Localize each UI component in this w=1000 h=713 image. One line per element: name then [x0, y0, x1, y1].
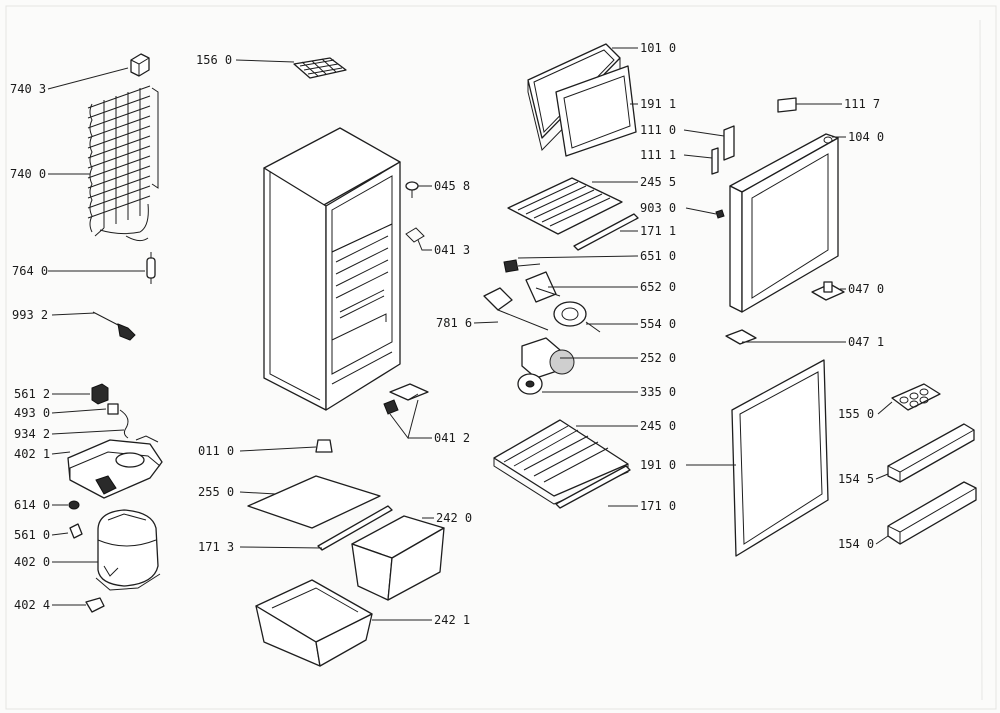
label-047-0: 047 0: [848, 282, 884, 296]
part-252-0-motor: [521, 337, 575, 379]
part-171-0-strip: [555, 465, 631, 509]
part-614-0: [68, 500, 80, 510]
part-561-2: [91, 383, 109, 405]
label-335-0: 335 0: [640, 385, 676, 399]
part-402-1-compressor-base: [67, 435, 163, 499]
label-101-0: 101 0: [640, 41, 676, 55]
part-156-0-ice-tray: [293, 57, 347, 79]
label-245-5: 245 5: [640, 175, 676, 189]
label-903-0: 903 0: [640, 201, 676, 215]
label-011-0: 011 0: [198, 444, 234, 458]
part-047-0-hinge: [811, 281, 845, 301]
part-402-0-compressor: [95, 509, 161, 591]
part-111-7: [777, 97, 797, 113]
label-047-1: 047 1: [848, 335, 884, 349]
part-045-8: [405, 181, 419, 198]
part-047-1-hinge: [725, 329, 757, 345]
part-154-5-door-shelf: [887, 423, 975, 483]
label-242-0: 242 0: [436, 511, 472, 525]
part-171-3-strip: [317, 505, 393, 551]
label-652-0: 652 0: [640, 280, 676, 294]
part-171-1-strip: [573, 213, 639, 251]
page-border: [5, 5, 997, 710]
label-156-0: 156 0: [196, 53, 232, 67]
part-111-1: [711, 147, 719, 175]
label-242-1: 242 1: [434, 613, 470, 627]
label-561-0: 561 0: [14, 528, 50, 542]
part-255-0-glass-shelf: [247, 475, 381, 529]
part-111-0: [723, 125, 735, 161]
part-245-5-freezer-grid: [507, 177, 623, 235]
part-104-0-fridge-door: [729, 133, 839, 313]
label-651-0: 651 0: [640, 249, 676, 263]
label-171-3: 171 3: [198, 540, 234, 554]
label-045-8: 045 8: [434, 179, 470, 193]
label-493-0: 493 0: [14, 406, 50, 420]
part-934-2-wire: [119, 409, 129, 439]
label-614-0: 614 0: [14, 498, 50, 512]
label-554-0: 554 0: [640, 317, 676, 331]
part-155-0-egg-tray: [891, 383, 941, 411]
part-993-2-sensor: [92, 311, 136, 341]
label-781-6: 781 6: [436, 316, 472, 330]
part-651-0: [503, 259, 541, 273]
label-171-0: 171 0: [640, 499, 676, 513]
label-934-2: 934 2: [14, 427, 50, 441]
part-740-0-condenser: [87, 85, 159, 242]
part-191-0-door-gasket: [731, 359, 829, 557]
part-740-3: [130, 53, 150, 77]
part-041-2-hinge: [383, 383, 429, 415]
label-245-0: 245 0: [640, 419, 676, 433]
label-041-2: 041 2: [434, 431, 470, 445]
label-111-1: 111 1: [640, 148, 676, 162]
part-764-0-filter: [146, 252, 156, 284]
part-903-0: [715, 209, 725, 219]
part-652-0-thermostat: [525, 271, 561, 303]
label-255-0: 255 0: [198, 485, 234, 499]
label-402-0: 402 0: [14, 555, 50, 569]
part-561-0: [69, 523, 83, 539]
label-764-0: 764 0: [12, 264, 48, 278]
label-154-5: 154 5: [838, 472, 874, 486]
part-242-1-crisper: [255, 579, 373, 667]
label-041-3: 041 3: [434, 243, 470, 257]
part-154-0-door-shelf: [887, 481, 977, 545]
label-993-2: 993 2: [12, 308, 48, 322]
label-171-1: 171 1: [640, 224, 676, 238]
label-402-4: 402 4: [14, 598, 50, 612]
label-154-0: 154 0: [838, 537, 874, 551]
leader-lines: [47, 47, 893, 621]
part-191-1-freezer-gasket: [555, 65, 637, 157]
part-493-0: [107, 403, 119, 415]
label-740-3: 740 3: [10, 82, 46, 96]
label-191-0: 191 0: [640, 458, 676, 472]
label-252-0: 252 0: [640, 351, 676, 365]
label-111-0: 111 0: [640, 123, 676, 137]
label-111-7: 111 7: [844, 97, 880, 111]
part-011-0: [315, 439, 333, 453]
part-554-0-fan: [553, 301, 601, 333]
label-191-1: 191 1: [640, 97, 676, 111]
part-041-3: [405, 227, 425, 243]
part-labels: 740 3 740 0 764 0 993 2 561 2 493 0 934 …: [10, 41, 884, 627]
part-335-0-fan-blade: [517, 373, 543, 395]
label-155-0: 155 0: [838, 407, 874, 421]
part-781-6-light-housing: [483, 287, 549, 331]
part-242-0-crisper: [351, 515, 445, 601]
scan-crease: [979, 19, 983, 701]
label-740-0: 740 0: [10, 167, 46, 181]
cabinet: [263, 127, 401, 411]
label-402-1: 402 1: [14, 447, 50, 461]
part-402-4: [85, 597, 105, 613]
label-561-2: 561 2: [14, 387, 50, 401]
label-104-0: 104 0: [848, 130, 884, 144]
part-245-0-fridge-grid: [493, 419, 629, 505]
